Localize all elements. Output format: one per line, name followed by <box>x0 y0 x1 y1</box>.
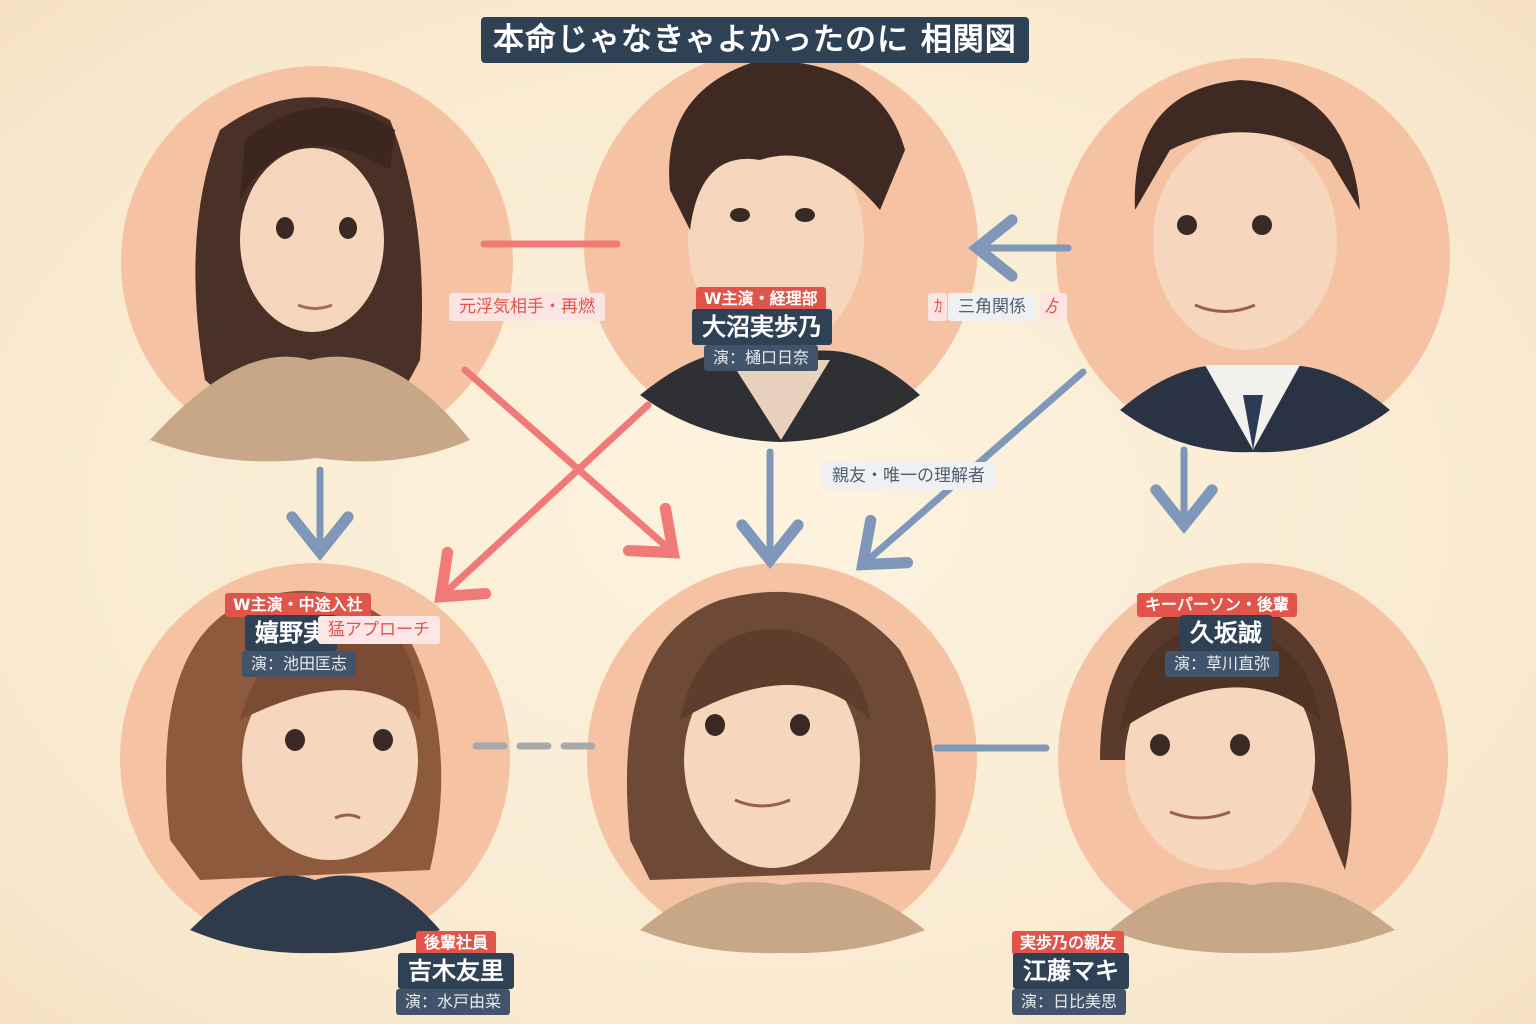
relation-triangle: 三角関係 <box>948 293 1036 321</box>
arrow-cross-red-1 <box>461 366 681 559</box>
relation-triangle-fragment-left: ｶ <box>928 293 947 321</box>
actor-center-top: 演：樋口日奈 <box>704 345 819 371</box>
portrait-bottom-left <box>120 563 510 954</box>
relation-best-friend: 親友・唯一の理解者 <box>822 462 995 490</box>
actor-bottom-right: 演：日比美思 <box>1012 989 1127 1015</box>
portrait-bottom-center <box>587 563 977 954</box>
tag-bottom-center: 後輩社員 <box>416 931 497 955</box>
portrait-bottom-right <box>1058 563 1448 954</box>
actor-bottom-left: 演：池田匡志 <box>242 651 357 677</box>
portrait-top-right <box>1056 58 1450 453</box>
tag-bottom-right: 実歩乃の親友 <box>1012 931 1125 955</box>
tag-key-person: キーパーソン・後輩 <box>1137 593 1297 617</box>
portrait-top-center <box>584 48 978 442</box>
actor-bottom-center: 演：水戸由菜 <box>396 989 511 1015</box>
actor-key-person: 演：草川直弥 <box>1165 651 1280 677</box>
name-bottom-left: 嬉野実 <box>245 615 337 651</box>
page-title: 本命じゃなきゃよかったのに 相関図 <box>481 17 1029 63</box>
tag-center-top: W主演・経理部 <box>696 287 826 311</box>
arrow-cross-red-2 <box>434 401 652 603</box>
relation-approach: 猛アプローチ <box>318 616 440 644</box>
name-center-top: 大沼実歩乃 <box>692 309 832 345</box>
name-key-person: 久坂誠 <box>1180 615 1272 651</box>
relation-triangle-fragment-right: ゟ <box>1040 293 1067 321</box>
tag-bottom-left: W主演・中途入社 <box>225 593 371 617</box>
relation-ex-affair: 元浮気相手・再燃 <box>449 293 605 321</box>
portrait-top-left <box>121 66 513 462</box>
name-bottom-center: 吉木友里 <box>398 953 514 989</box>
name-bottom-right: 江藤マキ <box>1013 953 1129 989</box>
